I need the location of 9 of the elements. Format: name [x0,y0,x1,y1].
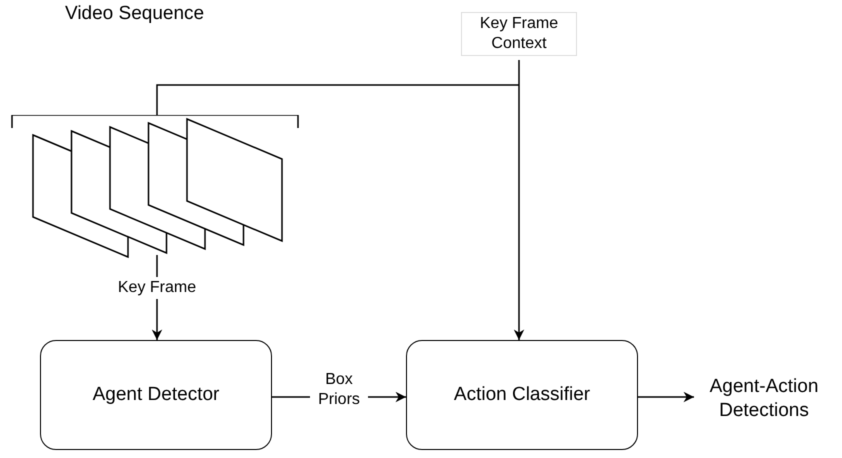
sequence-title: Video Sequence [65,3,204,25]
process-box [40,340,272,450]
process-box [406,340,638,450]
arrow [156,59,524,341]
edge-label: Key Frame Context [461,12,577,56]
output-label: Agent-Action Detections [694,372,834,426]
box-label: Agent Detector [92,384,220,406]
arrow [638,392,694,402]
box-label: Action Classifier [454,384,590,406]
